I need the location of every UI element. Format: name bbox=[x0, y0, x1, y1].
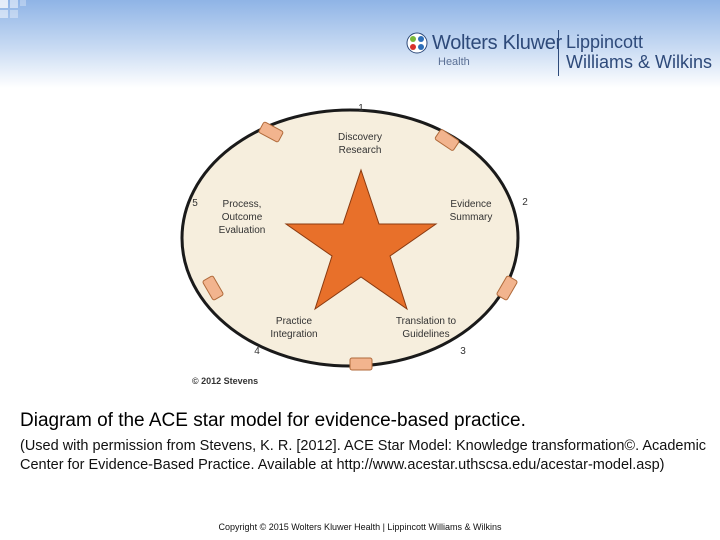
footer-copyright: Copyright © 2015 Wolters Kluwer Health |… bbox=[218, 522, 502, 532]
corner-decoration bbox=[0, 0, 40, 40]
ace-star-graphic bbox=[180, 108, 520, 371]
cycle-marker bbox=[349, 357, 373, 371]
publisher-logo: Wolters Kluwer Health Lippincott William… bbox=[400, 28, 720, 80]
stage-label-evidence-summary: Evidence Summary bbox=[449, 199, 493, 223]
publisher-sub: Health bbox=[438, 56, 470, 68]
logo-divider bbox=[558, 30, 559, 76]
cycle-marker bbox=[202, 275, 224, 301]
stage-label-process-outcome-evaluation: Process, Outcome Evaluation bbox=[218, 199, 266, 236]
cycle-marker bbox=[434, 129, 460, 151]
cycle-marker bbox=[258, 121, 284, 143]
diagram-copyright: © 2012 Stevens bbox=[192, 376, 259, 386]
stage-label-practice-integration: Practice Integration bbox=[270, 316, 318, 340]
publisher-name: Wolters Kluwer bbox=[432, 32, 562, 54]
caption-title: Diagram of the ACE star model for eviden… bbox=[20, 410, 526, 431]
stage-number-4: 4 bbox=[254, 346, 260, 357]
stage-number-2: 2 bbox=[522, 197, 528, 208]
stage-label-translation-to-guidelines: Translation to Guidelines bbox=[395, 316, 457, 340]
stage-label-discovery-research: Discovery Research bbox=[338, 132, 382, 156]
caption-body: (Used with permission from Stevens, K. R… bbox=[20, 438, 707, 473]
header-band: Wolters Kluwer Health Lippincott William… bbox=[0, 0, 720, 88]
imprint-name: Lippincott Williams & Wilkins bbox=[566, 32, 712, 72]
central-star bbox=[284, 168, 438, 311]
stage-number-1: 1 bbox=[358, 103, 364, 114]
stage-number-5: 5 bbox=[192, 198, 198, 209]
stage-number-3: 3 bbox=[460, 346, 466, 357]
ace-star-diagram: 1 Discovery Research 2 Evidence Summary … bbox=[180, 96, 540, 396]
cycle-marker bbox=[496, 275, 518, 301]
wolters-kluwer-globe-icon bbox=[406, 32, 428, 54]
